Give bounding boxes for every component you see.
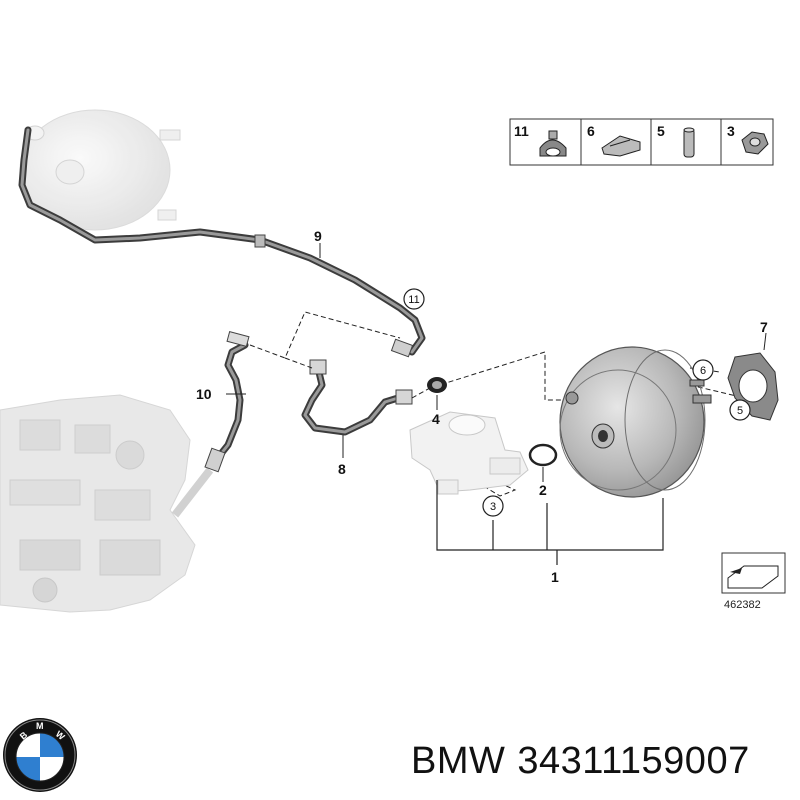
vacuum-hose-8 — [301, 359, 413, 436]
parts-panel-number: 6 — [587, 123, 595, 139]
brake-booster — [559, 346, 712, 498]
grommet-4 — [427, 377, 447, 393]
orientation-reference-box: 462382 — [721, 552, 786, 611]
bracket-clip-icon — [601, 135, 641, 157]
parts-panel-cell-3: 3 — [727, 123, 769, 155]
parts-panel-cell-5: 5 — [657, 123, 695, 158]
clip-icon — [539, 130, 567, 157]
svg-text:M: M — [36, 721, 44, 731]
callout-7: 7 — [760, 319, 768, 335]
svg-text:5: 5 — [737, 405, 743, 417]
svg-text:3: 3 — [490, 501, 496, 513]
ghost-brake-booster — [19, 109, 181, 231]
parts-panel-number: 5 — [657, 123, 665, 139]
vacuum-hose-9 — [18, 126, 426, 358]
master-cylinder — [409, 411, 529, 495]
leader-lines — [226, 243, 767, 482]
bmw-logo: B M W — [3, 718, 77, 792]
part-caption: BMW 34311159007 — [411, 740, 762, 783]
circled-callout-3: 3 — [482, 495, 504, 517]
callout-1: 1 — [551, 569, 559, 585]
assembly-bracket-1 — [436, 480, 664, 565]
parts-panel: 11 6 5 3 — [509, 118, 774, 166]
svg-text:11: 11 — [408, 294, 419, 306]
circled-callout-6: 6 — [692, 359, 714, 381]
parts-panel-number: 3 — [727, 123, 735, 139]
callout-2: 2 — [539, 482, 547, 498]
parts-panel-cell-6: 6 — [587, 123, 641, 157]
part-number: 34311159007 — [517, 740, 750, 782]
callout-10: 10 — [196, 386, 212, 402]
callout-8: 8 — [338, 461, 346, 477]
callout-4: 4 — [432, 411, 440, 427]
arrow-icon — [727, 565, 779, 589]
callout-9: 9 — [314, 228, 322, 244]
svg-text:6: 6 — [700, 365, 706, 377]
circled-callout-11: 11 — [403, 288, 425, 310]
reference-number: 462382 — [724, 599, 761, 611]
svg-text:B: B — [18, 729, 30, 741]
circled-callout-5: 5 — [729, 399, 751, 421]
brand-name: BMW — [411, 740, 506, 782]
pin-icon — [683, 127, 695, 158]
o-ring-2 — [528, 443, 558, 467]
hex-nut-icon — [741, 131, 769, 155]
ghost-engine-block — [0, 394, 214, 613]
parts-panel-number: 11 — [514, 123, 529, 139]
parts-panel-cell-11: 11 — [514, 123, 567, 157]
vacuum-hose-10 — [204, 330, 250, 473]
